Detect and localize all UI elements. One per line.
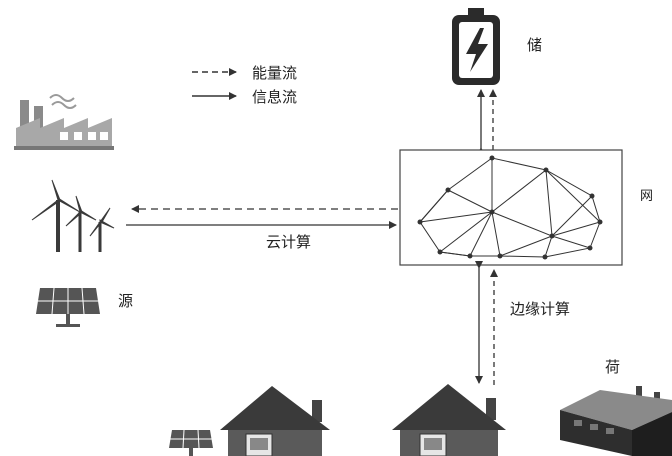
wind-turbine-icon: [32, 180, 114, 252]
battery-icon: [452, 8, 500, 85]
industrial-building-icon: [560, 386, 672, 456]
edge-computing-label: 边缘计算: [510, 300, 570, 318]
legend-info-flow-label: 信息流: [252, 88, 297, 106]
house-icon: [220, 386, 330, 456]
factory-icon: [14, 95, 114, 150]
house-icon: [392, 384, 506, 456]
storage-label: 储: [527, 36, 542, 54]
source-label: 源: [118, 292, 133, 310]
solar-panel-icon: [36, 288, 100, 327]
grid-label: 网: [640, 189, 653, 204]
legend-energy-flow-label: 能量流: [252, 64, 297, 82]
load-label: 荷: [605, 358, 620, 376]
cloud-computing-label: 云计算: [266, 233, 311, 251]
solar-panel-icon: [169, 430, 213, 456]
legend: 能量流 信息流: [192, 64, 297, 106]
